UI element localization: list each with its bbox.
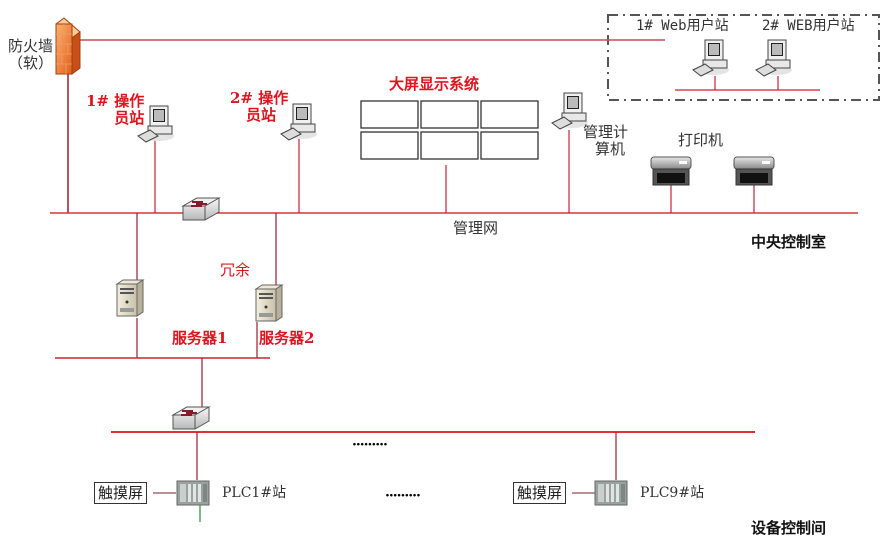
big-screen-label: 大屏显示系统 <box>389 75 480 93</box>
web-station-1-label: 1# Web用户站 <box>636 18 729 34</box>
web-station-group-box <box>607 14 880 101</box>
management-switch-icon <box>182 197 220 221</box>
firewall-icon <box>55 17 81 75</box>
operator-station-2-label: 2# 操作 员站 <box>230 89 289 125</box>
plc9-touchscreen-box: 触摸屏 <box>513 482 567 504</box>
plc1-label: PLC1#站 <box>222 485 287 501</box>
big-screen-wall <box>360 100 539 160</box>
plc9-rack-icon <box>594 480 628 506</box>
printer-2-icon <box>733 156 775 186</box>
big-screen-panel <box>420 131 479 160</box>
server-2-icon <box>255 284 283 322</box>
device-control-room-label: 设备控制间 <box>751 519 827 537</box>
field-switch-icon <box>172 406 210 430</box>
big-screen-panel <box>420 100 479 129</box>
big-screen-panel <box>480 131 539 160</box>
firewall-label: 防火墙 （软） <box>8 37 54 73</box>
printer-label: 打印机 <box>678 131 724 149</box>
web-station-2-icon <box>755 39 793 77</box>
plc1-rack-icon <box>176 480 210 506</box>
big-screen-panel <box>480 100 539 129</box>
management-pc-label: 管理计 算机 <box>583 123 629 159</box>
operator-station-1-label: 1# 操作 员站 <box>86 92 145 128</box>
web-station-2-label: 2# WEB用户站 <box>762 18 855 34</box>
printer-1-icon <box>650 156 692 186</box>
redundant-label: 冗余 <box>220 261 251 279</box>
ellipsis-bus: ········· <box>352 437 388 453</box>
plc1-touchscreen-box: 触摸屏 <box>94 482 148 504</box>
plc9-label: PLC9#站 <box>640 485 705 501</box>
server-1-label: 服务器1 <box>172 329 228 347</box>
big-screen-panel <box>360 100 419 129</box>
central-control-room-label: 中央控制室 <box>751 233 827 251</box>
server-1-icon <box>116 279 144 317</box>
management-network-label: 管理网 <box>453 219 499 237</box>
server-2-label: 服务器2 <box>259 329 315 347</box>
ellipsis-stations: ········· <box>385 488 421 504</box>
big-screen-panel <box>360 131 419 160</box>
web-station-1-icon <box>692 39 730 77</box>
